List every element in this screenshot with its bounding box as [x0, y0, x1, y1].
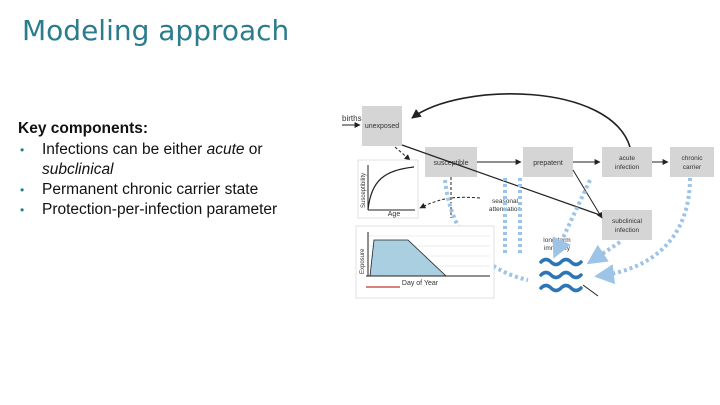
return-arrow — [411, 93, 631, 148]
node-subclinical-infection — [602, 210, 652, 240]
node-unexposed — [362, 106, 402, 146]
blue-dotted-arrow — [443, 179, 529, 282]
slide-title: Modeling approach — [22, 14, 290, 47]
longterm-label-1: long-term — [543, 237, 570, 244]
water-line — [582, 284, 599, 297]
inset-top-ylabel: Susceptibility — [361, 173, 367, 208]
births-label: births — [342, 114, 362, 123]
water-icon — [539, 257, 583, 293]
bullet-heading: Key components: — [18, 120, 149, 137]
seasonal-label-1: seasonal — [492, 198, 519, 205]
node-chronic-label-2: carrier — [683, 164, 702, 171]
dashed-arrow-unexposed — [394, 146, 411, 161]
node-acute-label-2: infection — [615, 164, 640, 171]
bullet-item-infections: • Infections can be either acute or subc… — [18, 140, 338, 180]
node-unexposed-label: unexposed — [365, 123, 399, 130]
bullet-em-subclinical: subclinical — [42, 161, 114, 178]
node-subclinical-label-2: infection — [615, 227, 640, 234]
node-prepatent — [523, 147, 573, 177]
node-subclinical-label-1: subclinical — [612, 218, 643, 225]
node-acute-infection — [602, 147, 652, 177]
inset-exposure: Exposure Day of Year — [355, 225, 495, 299]
diagonal-line — [401, 144, 601, 216]
blue-dotted-arrow — [594, 177, 692, 285]
node-susceptible-label: susceptible — [433, 160, 468, 167]
bullet-text: Permanent chronic carrier state — [42, 181, 259, 198]
bullet-dot-icon: • — [20, 143, 25, 157]
node-chronic-label-1: chronic — [682, 155, 704, 162]
bullet-list: Key components: • Infections can be eith… — [18, 120, 338, 220]
node-chronic-carrier — [670, 147, 714, 177]
bullet-dot-icon: • — [20, 183, 25, 197]
bullet-text-mid: or — [244, 141, 263, 158]
bullet-item-chronic: • Permanent chronic carrier state — [18, 180, 338, 200]
arrow-prepatent-subclinical — [572, 169, 603, 219]
inset-susceptibility: Susceptibility Age — [357, 159, 419, 219]
bullet-text-pre: Infections can be either — [42, 141, 207, 158]
inset-bot-xlabel: Day of Year — [402, 280, 439, 287]
bullet-item-protection: • Protection-per-infection parameter — [18, 200, 338, 220]
node-acute-label-1: acute — [619, 155, 635, 162]
node-prepatent-label: prepatent — [533, 160, 563, 167]
blue-dotted-arrow — [552, 179, 592, 259]
inset-top-xlabel: Age — [388, 211, 401, 218]
bullet-text: Protection-per-infection parameter — [42, 201, 278, 218]
blue-dotted-arrow — [586, 240, 622, 265]
bullet-em-acute: acute — [206, 141, 245, 158]
inset-bot-ylabel: Exposure — [360, 248, 366, 274]
bullet-dot-icon: • — [20, 203, 25, 217]
